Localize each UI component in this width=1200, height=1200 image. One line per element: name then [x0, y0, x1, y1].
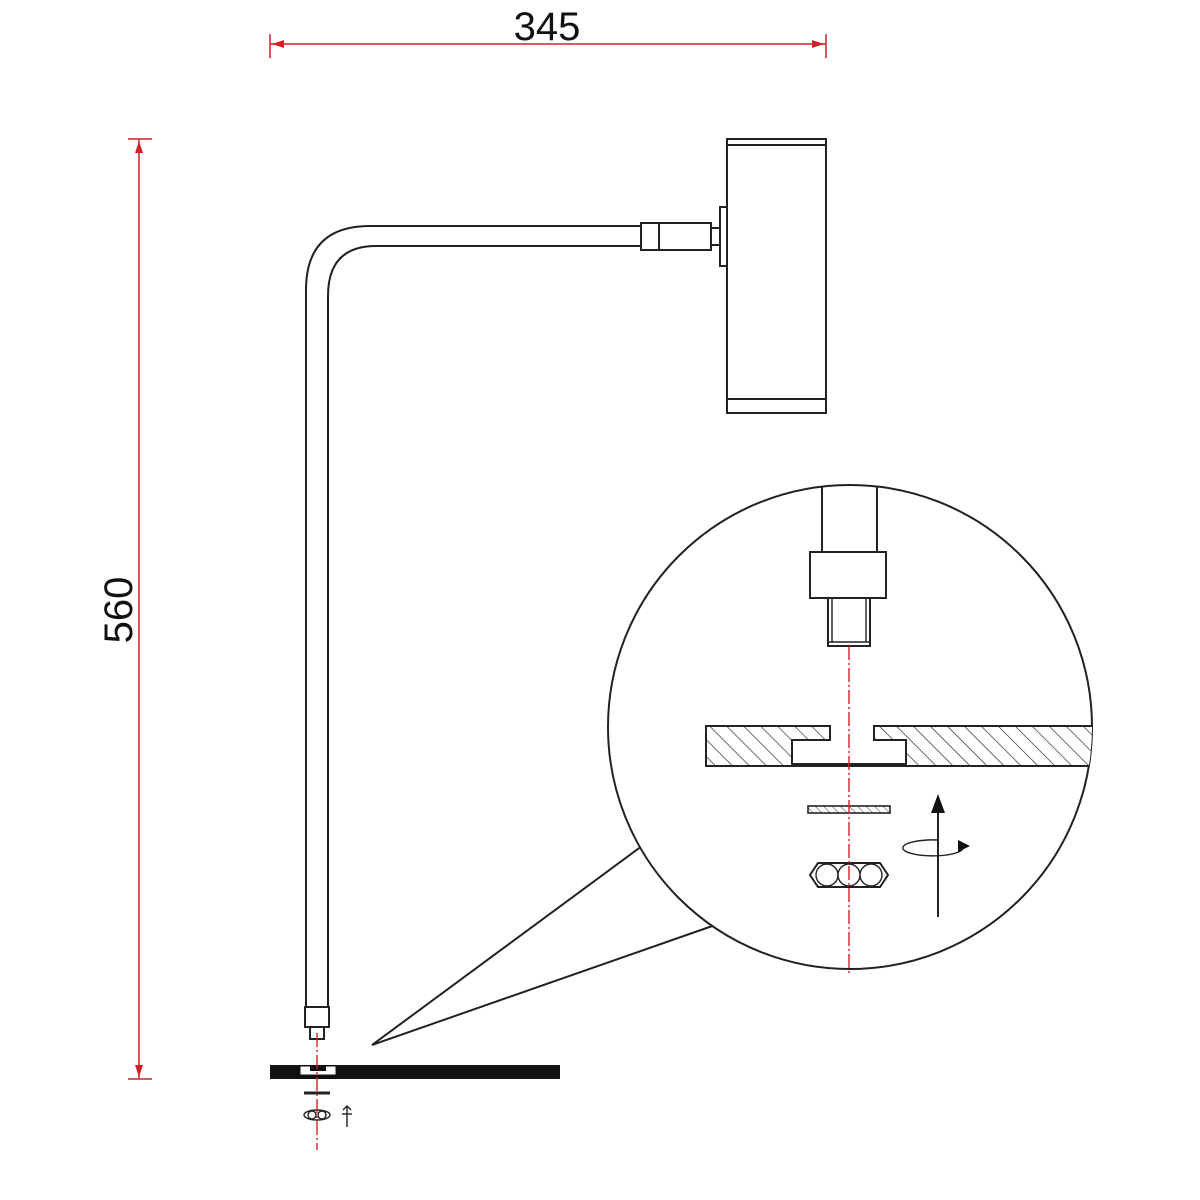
- up-arrow-icon: [931, 794, 945, 917]
- base-plate: [270, 1065, 560, 1079]
- lamp-arm: [305, 225, 641, 1008]
- arm-head-connector: [640, 206, 728, 267]
- height-dimension-label: 560: [97, 577, 141, 644]
- hex-nut: [808, 862, 890, 888]
- width-dimension: 345: [269, 5, 827, 58]
- detail-callout-pointer: [371, 845, 719, 1046]
- base-fasteners: [303, 1091, 352, 1127]
- height-dimension: 560: [97, 138, 152, 1080]
- lamp-head: [726, 138, 827, 414]
- detail-view: [607, 484, 1093, 975]
- width-dimension-label: 345: [514, 5, 581, 49]
- rotate-arrow-icon: [902, 839, 970, 857]
- small-screw-icon: [342, 1105, 352, 1127]
